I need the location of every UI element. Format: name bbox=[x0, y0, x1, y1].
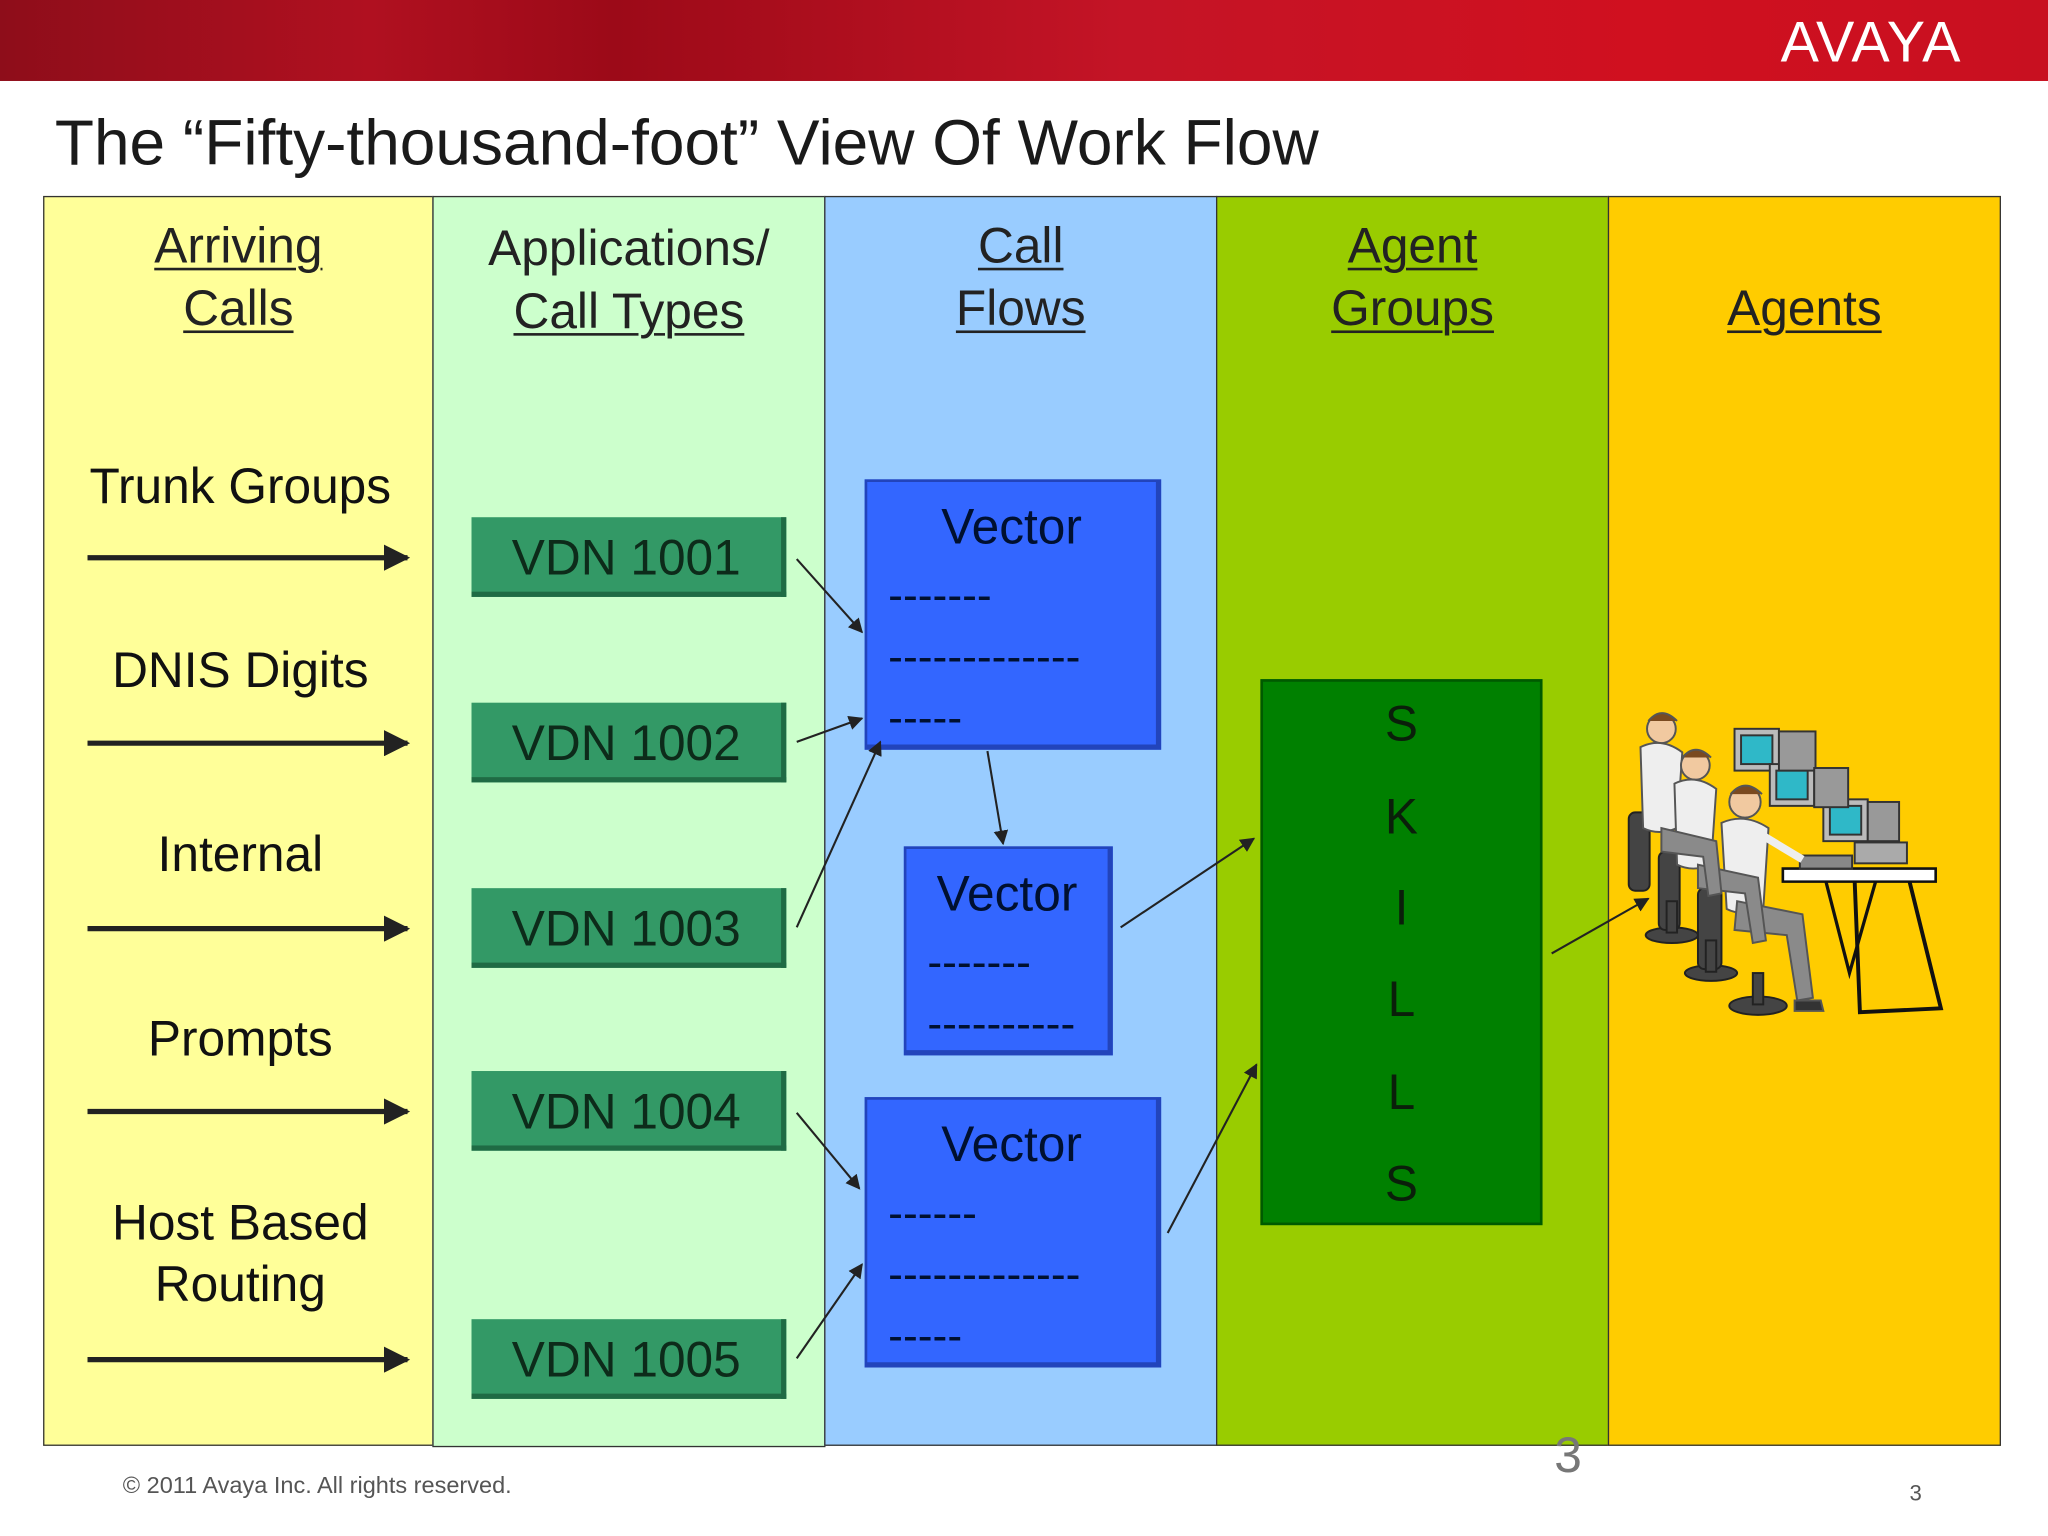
source-internal: Internal bbox=[157, 828, 324, 883]
vdn-box: VDN 1002 bbox=[471, 702, 787, 783]
heading-agents: Agents bbox=[1727, 282, 1882, 337]
source-prompts: Prompts bbox=[147, 1012, 333, 1068]
page-number: 3 bbox=[1909, 1481, 1922, 1506]
page-number-large: 3 bbox=[1554, 1428, 1582, 1484]
vector-line: ---------- bbox=[927, 999, 1076, 1049]
heading-groups: Groups bbox=[1331, 282, 1494, 337]
skills-box: S K I L L S bbox=[1260, 679, 1543, 1226]
vector-line: ------- bbox=[888, 570, 992, 621]
agents-illustration bbox=[1627, 712, 1944, 1016]
flow-arrow bbox=[796, 715, 864, 743]
flow-arrow bbox=[795, 558, 864, 634]
source-host-based: Host Based bbox=[112, 1196, 369, 1252]
heading-arriving: Arriving bbox=[154, 219, 323, 275]
slide-title: The “Fifty-thousand-foot” View Of Work F… bbox=[54, 108, 1319, 179]
heading-call-types: Call Types bbox=[513, 284, 745, 340]
source-trunk-groups: Trunk Groups bbox=[89, 459, 392, 515]
heading-flows: Flows bbox=[955, 282, 1086, 337]
vector-title: Vector bbox=[936, 867, 1078, 923]
vdn-box: VDN 1001 bbox=[471, 517, 787, 597]
heading-applications: Applications/ bbox=[488, 222, 770, 277]
heading-agent: Agent bbox=[1347, 219, 1478, 275]
source-dnis-digits: DNIS Digits bbox=[112, 643, 369, 699]
vdn-box: VDN 1005 bbox=[471, 1319, 787, 1399]
skills-letter: S bbox=[1384, 1157, 1419, 1213]
heading-calls: Calls bbox=[183, 282, 294, 337]
skills-letter: L bbox=[1387, 1065, 1416, 1121]
skills-letter: L bbox=[1387, 973, 1416, 1028]
flow-arrow bbox=[795, 1263, 863, 1359]
vector-box-3: Vector ------ ------------- ----- bbox=[864, 1097, 1162, 1368]
flow-arrow bbox=[1166, 1063, 1258, 1234]
skills-letter: K bbox=[1384, 790, 1419, 846]
vector-line: ------ bbox=[888, 1188, 977, 1239]
skills-letter: I bbox=[1394, 881, 1409, 937]
skills-letter: S bbox=[1384, 697, 1419, 753]
flow-arrow bbox=[1551, 897, 1650, 955]
vector-title: Vector bbox=[941, 500, 1082, 556]
vdn-box: VDN 1004 bbox=[471, 1071, 787, 1151]
avaya-logo: AVAYA bbox=[1780, 10, 1962, 75]
header-banner: AVAYA bbox=[0, 0, 2048, 81]
vector-title: Vector bbox=[941, 1118, 1082, 1173]
vector-line: ------- bbox=[927, 937, 1031, 988]
flow-arrow bbox=[795, 740, 882, 928]
vector-line: ------------- bbox=[888, 1249, 1081, 1300]
heading-call: Call bbox=[977, 219, 1064, 275]
vector-line: ------------- bbox=[888, 632, 1081, 682]
vector-line: ----- bbox=[888, 1311, 963, 1361]
copyright-text: © 2011 Avaya Inc. All rights reserved. bbox=[122, 1471, 512, 1499]
flow-arrow bbox=[795, 1112, 861, 1190]
flow-arrow bbox=[1120, 837, 1256, 929]
vector-line: ----- bbox=[888, 693, 963, 744]
vector-box-1: Vector ------- ------------- ----- bbox=[864, 479, 1162, 750]
vector-box-2: Vector ------- ---------- bbox=[903, 846, 1113, 1056]
source-routing: Routing bbox=[154, 1257, 326, 1313]
flow-arrow bbox=[986, 750, 1009, 846]
vdn-box: VDN 1003 bbox=[471, 888, 787, 968]
